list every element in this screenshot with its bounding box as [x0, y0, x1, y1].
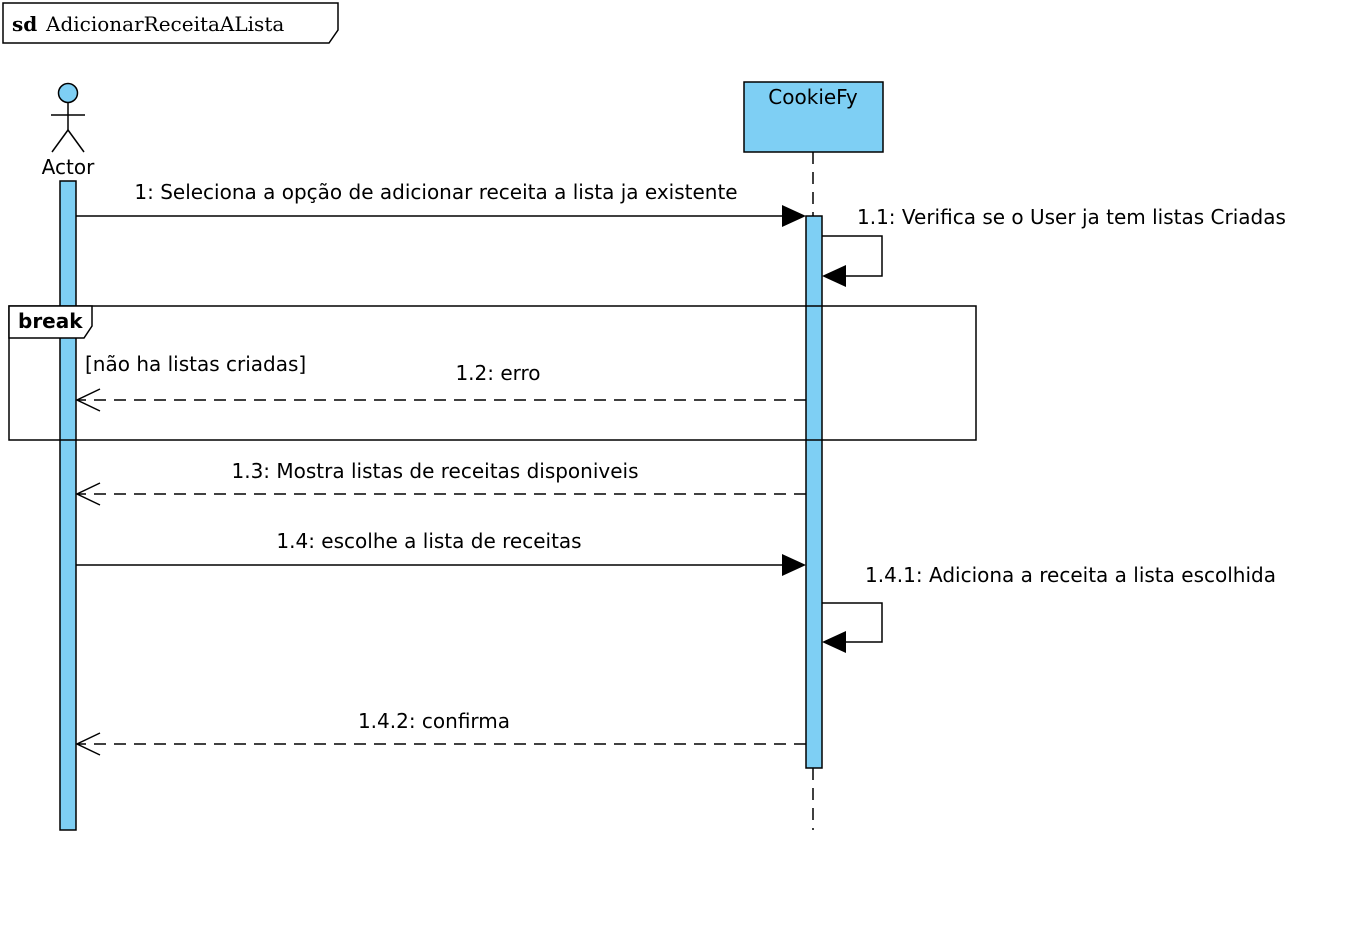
lifeline-cookiefy[interactable]: CookieFy: [743, 81, 884, 153]
reply-arrowhead-icon: [75, 732, 101, 756]
fragment-guard: [não ha listas criadas]: [85, 352, 306, 376]
lifeline-label: CookieFy: [768, 85, 858, 109]
sync-arrowhead-icon: [822, 631, 846, 653]
fragment-frame: [8, 305, 977, 441]
message-label: 1.4.1: Adiciona a receita a lista escolh…: [865, 563, 1276, 587]
fragment-operator: break: [18, 309, 83, 333]
message-line: [822, 235, 883, 277]
reply-arrowhead-icon: [75, 482, 101, 506]
reply-arrowhead-icon: [75, 388, 101, 412]
actor-left-leg: [51, 129, 69, 153]
message-label: 1.4.2: confirma: [358, 709, 510, 733]
lifeline-activation-bar: [805, 215, 823, 769]
frame-keyword: sd: [12, 12, 37, 36]
message-1-4-1[interactable]: 1.4.1: Adiciona a receita a lista escolh…: [822, 563, 1276, 653]
message-label: 1: Seleciona a opção de adicionar receit…: [134, 180, 737, 204]
lifeline-head: [743, 81, 884, 153]
frame-name: AdicionarReceitaALista: [45, 12, 284, 36]
fragment-operator-box: [8, 305, 93, 339]
message-1-4-2[interactable]: 1.4.2: confirma: [75, 709, 806, 756]
message-label: 1.3: Mostra listas de receitas disponive…: [231, 459, 638, 483]
break-fragment[interactable]: break [não ha listas criadas]: [8, 305, 977, 441]
actor[interactable]: Actor: [42, 82, 95, 180]
message-1-2[interactable]: 1.2: erro: [75, 361, 806, 412]
message-1-1[interactable]: 1.1: Verifica se o User ja tem listas Cr…: [822, 205, 1286, 287]
sync-arrowhead-icon: [822, 265, 846, 287]
actor-head-icon: [57, 82, 79, 104]
message-1[interactable]: 1: Seleciona a opção de adicionar receit…: [76, 180, 806, 227]
actor-activation-bar: [59, 180, 77, 831]
diagram-frame-header: sd AdicionarReceitaALista: [2, 2, 339, 44]
actor-label: Actor: [42, 155, 95, 179]
message-1-3[interactable]: 1.3: Mostra listas de receitas disponive…: [75, 459, 806, 506]
sync-arrowhead-icon: [782, 554, 806, 576]
message-1-4[interactable]: 1.4: escolhe a lista de receitas: [76, 529, 806, 576]
message-label: 1.1: Verifica se o User ja tem listas Cr…: [857, 205, 1286, 229]
message-line: [822, 602, 883, 643]
sync-arrowhead-icon: [782, 205, 806, 227]
message-label: 1.4: escolhe a lista de receitas: [276, 529, 581, 553]
actor-right-leg: [67, 129, 85, 153]
message-label: 1.2: erro: [455, 361, 540, 385]
